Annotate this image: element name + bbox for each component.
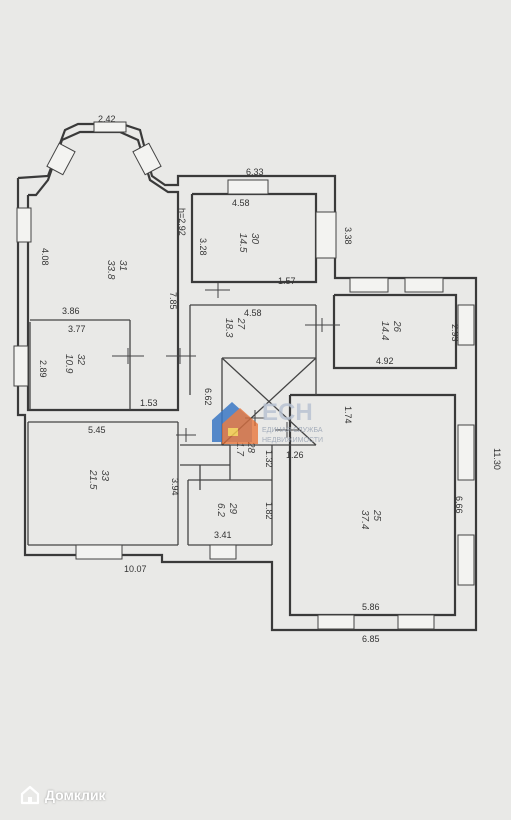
room-25-area: 37.4 xyxy=(359,510,370,530)
dim-6-62: 6.62 xyxy=(203,388,213,406)
dim-4-92: 4.92 xyxy=(376,356,394,366)
dim-1-57: 1.57 xyxy=(278,276,296,286)
dim-4-58b: 4.58 xyxy=(244,308,262,318)
dim-7-85: 7.85 xyxy=(168,292,178,310)
dimension-labels: 2.42 6.33 4.58 3.38 3.28 h=2.92 4.08 7.8… xyxy=(38,114,502,644)
room-29-area: 6.2 xyxy=(215,503,226,517)
dim-4-08: 4.08 xyxy=(40,248,50,266)
room-30-area: 14.5 xyxy=(237,233,248,253)
dim-11-30: 11.30 xyxy=(492,448,502,470)
esn-line-2: НЕДВИЖИМОСТИ xyxy=(262,437,323,444)
dim-3-41: 3.41 xyxy=(214,530,232,540)
esn-logo-icon xyxy=(212,402,258,444)
esn-logo-text: ЕСН xyxy=(262,399,313,426)
domclick-brand-name: Домклик xyxy=(45,787,106,803)
dim-1-32: 1.32 xyxy=(264,450,274,468)
room-25-number: 25 xyxy=(371,509,382,522)
dim-1-82: 1.82 xyxy=(264,502,274,520)
dim-10-07: 10.07 xyxy=(124,564,147,574)
room-27-number: 27 xyxy=(235,317,246,330)
room-31-area: 33.8 xyxy=(105,260,116,280)
dim-5-86: 5.86 xyxy=(362,602,380,612)
room-32-number: 32 xyxy=(75,354,86,366)
room-31-number: 31 xyxy=(117,260,128,271)
dim-2-42: 2.42 xyxy=(98,114,116,124)
domclick-watermark: Домклик xyxy=(20,784,106,806)
dim-6-33: 6.33 xyxy=(246,167,264,177)
house-icon xyxy=(20,785,40,805)
dim-4-58: 4.58 xyxy=(232,198,250,208)
room-33-number: 33 xyxy=(99,470,110,482)
dim-3-77: 3.77 xyxy=(68,324,86,334)
room-29-number: 29 xyxy=(227,502,238,515)
room-labels: 31 33.8 30 14.5 27 18.3 26 14.4 32 10.9 … xyxy=(63,233,402,530)
dim-1-53: 1.53 xyxy=(140,398,158,408)
dim-5-45: 5.45 xyxy=(88,425,106,435)
dim-3-28: 3.28 xyxy=(198,238,208,256)
dim-6-66: 6.66 xyxy=(454,496,464,514)
dim-1-74: 1.74 xyxy=(343,406,353,424)
esn-watermark: ЕСН ЕДИНАЯ СЛУЖБА НЕДВИЖИМОСТИ xyxy=(212,399,323,444)
room-32-area: 10.9 xyxy=(63,354,74,374)
room-33-area: 21.5 xyxy=(87,469,98,490)
dim-2-93: 2.93 xyxy=(450,324,460,342)
room-26-number: 26 xyxy=(391,320,402,333)
dim-6-85: 6.85 xyxy=(362,634,380,644)
esn-line-1: ЕДИНАЯ СЛУЖБА xyxy=(262,427,323,434)
dim-3-38: 3.38 xyxy=(343,227,353,245)
windows xyxy=(13,121,475,630)
dim-2-89: 2.89 xyxy=(38,360,48,378)
room-27-area: 18.3 xyxy=(223,318,234,338)
dim-1-26: 1.26 xyxy=(286,450,304,460)
room-28-area: 1.7 xyxy=(234,442,245,456)
room-30-number: 30 xyxy=(249,233,260,245)
room-26-area: 14.4 xyxy=(379,321,390,341)
room-28-number: 28 xyxy=(245,441,256,454)
dim-3-86: 3.86 xyxy=(62,306,80,316)
dim-3-94: 3.94 xyxy=(170,478,180,496)
dim-h-2-92: h=2.92 xyxy=(177,208,187,236)
inner-walls xyxy=(27,304,317,546)
